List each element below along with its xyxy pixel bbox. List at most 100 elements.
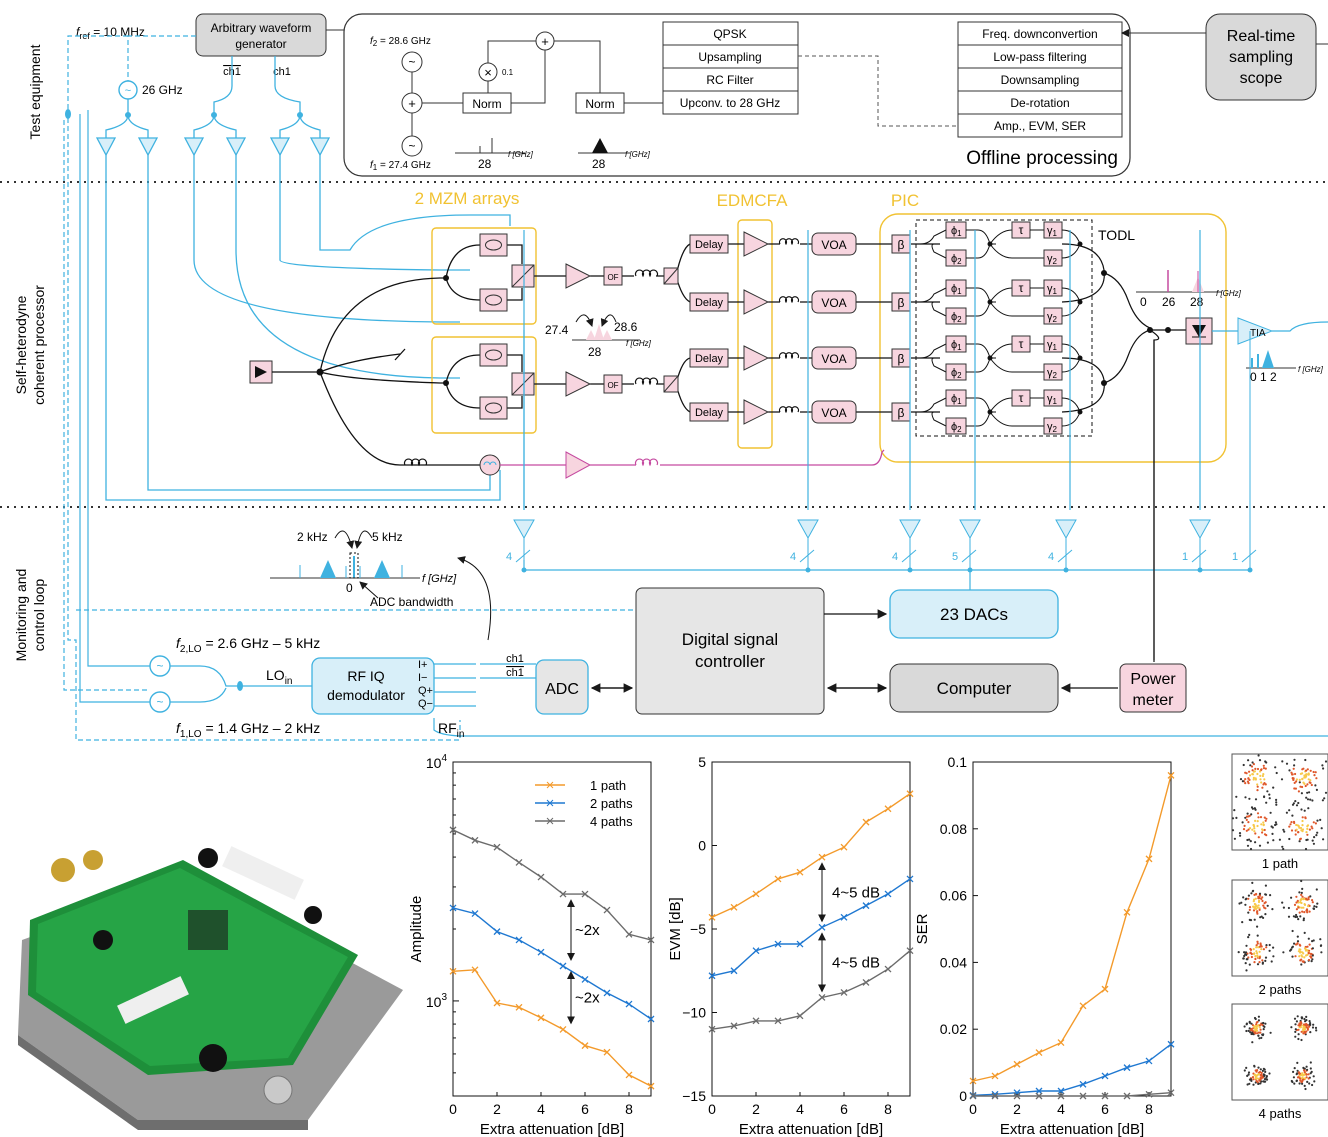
svg-text:2 paths: 2 paths: [590, 796, 633, 811]
svg-text:×: ×: [484, 65, 492, 80]
x-tick: 8: [884, 1101, 892, 1117]
svg-text:1: 1: [1232, 551, 1238, 563]
constellation-label: 4 paths: [1259, 1106, 1302, 1121]
data-point: [884, 805, 892, 813]
x-tick: 6: [840, 1101, 848, 1117]
data-point: [603, 989, 611, 997]
data-point: [1013, 1060, 1021, 1068]
constellation-2: 4 paths: [1231, 1003, 1328, 1121]
data-point: [906, 875, 914, 883]
edmcfa-amps: [743, 231, 770, 425]
svg-text:scope: scope: [1240, 70, 1283, 87]
rf-iq-demodulator: RF IQ demodulator I+ I− Q+ Q−: [311, 657, 435, 715]
svg-text:controller: controller: [695, 652, 765, 671]
lo-26ghz-oscillator: ~ 26 GHz: [118, 80, 183, 100]
svg-text:ch1: ch1: [506, 653, 524, 665]
data-point: [647, 936, 655, 944]
constellation-label: 1 path: [1262, 856, 1298, 871]
data-point: [1167, 1089, 1175, 1097]
annotation: ~2x: [575, 922, 600, 939]
svg-text:Delay: Delay: [695, 239, 724, 251]
y-tick: 0.04: [940, 954, 967, 970]
svg-text:28.6: 28.6: [614, 320, 638, 334]
voa-2: VOA: [811, 346, 857, 370]
edmcfa-title: EDMCFA: [717, 191, 789, 210]
data-point: [537, 1014, 545, 1022]
control-arrows: [590, 340, 1155, 693]
rx-block-1: Low-pass filtering: [957, 44, 1123, 69]
svg-text:ϕ1: ϕ1: [951, 339, 962, 352]
mzm-arm-2: [479, 343, 508, 367]
x-tick: 4: [796, 1101, 804, 1117]
fiber-coils: [403, 238, 800, 467]
svg-text:Arbitrary waveform: Arbitrary waveform: [211, 21, 312, 35]
data-point: [1101, 1092, 1109, 1100]
x-tick: 2: [493, 1101, 501, 1117]
x-tick: 2: [752, 1101, 760, 1117]
ref-clock-lines: [63, 35, 640, 741]
svg-text:VOA: VOA: [821, 238, 846, 252]
svg-text:meter: meter: [1133, 692, 1175, 709]
x-tick: 4: [537, 1101, 545, 1117]
svg-text:Freq. downconvertion: Freq. downconvertion: [982, 27, 1097, 41]
data-point: [862, 902, 870, 910]
svg-text:28: 28: [1190, 295, 1204, 309]
data-point: [493, 843, 501, 851]
delay-1: Delay: [689, 292, 729, 312]
bus-line: [523, 560, 1250, 590]
data-point: [730, 967, 738, 975]
x-tick: 0: [449, 1101, 457, 1117]
rx-block-0: Freq. downconvertion: [957, 21, 1123, 46]
svg-text:~: ~: [408, 55, 415, 69]
dac-driver-6: 1: [1232, 331, 1257, 573]
y-axis-label: EVM [dB]: [667, 897, 684, 960]
svg-text:τ: τ: [1019, 337, 1024, 351]
svg-text:γ2: γ2: [1047, 421, 1058, 434]
svg-text:γ2: γ2: [1047, 311, 1058, 324]
y-tick: 103: [426, 992, 448, 1010]
svg-text:γ1: γ1: [1047, 339, 1058, 352]
data-point: [752, 890, 760, 898]
data-point: [818, 923, 826, 931]
data-point: [991, 1092, 999, 1100]
data-point: [796, 868, 804, 876]
tx-signal-generation: [401, 31, 663, 157]
svg-text:Delay: Delay: [695, 353, 724, 365]
tx-block-2: RC Filter: [662, 67, 799, 92]
svg-text:Upsampling: Upsampling: [698, 50, 761, 64]
svg-text:~: ~: [408, 139, 415, 153]
x-tick: 0: [708, 1101, 716, 1117]
data-point: [969, 1077, 977, 1085]
y-tick: 5: [698, 754, 706, 770]
x-tick: 8: [625, 1101, 633, 1117]
svg-text:Amp., EVM, SER: Amp., EVM, SER: [994, 119, 1086, 133]
data-point: [884, 890, 892, 898]
svg-text:4 paths: 4 paths: [590, 814, 633, 829]
data-point: [603, 1048, 611, 1056]
data-point: [906, 790, 914, 798]
adc-box: ADC: [535, 659, 589, 715]
svg-text:28: 28: [592, 157, 606, 171]
data-point: [581, 1042, 589, 1050]
y-tick: 0.02: [940, 1021, 967, 1037]
svg-text:Q+: Q+: [418, 685, 433, 697]
svg-text:τ: τ: [1019, 281, 1024, 295]
data-point: [449, 826, 457, 834]
data-point: [774, 875, 782, 883]
svg-text:26 GHz: 26 GHz: [142, 83, 183, 97]
series-line-1: [711, 878, 911, 977]
y-tick: −5: [690, 921, 706, 937]
svg-text:Low-pass filtering: Low-pass filtering: [993, 50, 1086, 64]
svg-text:β: β: [898, 238, 905, 252]
demod-output-lines: [433, 663, 1328, 737]
svg-text:Digital signal: Digital signal: [682, 630, 778, 649]
data-point: [730, 1022, 738, 1030]
awg-ch1: ch1: [273, 66, 291, 78]
svg-text:τ: τ: [1019, 391, 1024, 405]
optical-filters: OF OF: [603, 266, 623, 394]
